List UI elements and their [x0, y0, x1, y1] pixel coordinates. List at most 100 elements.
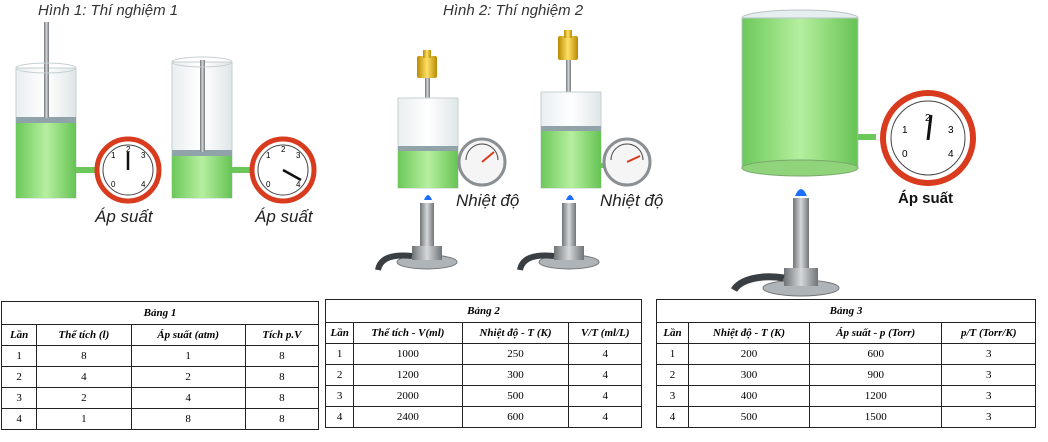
table-title: Bảng 2	[325, 299, 642, 323]
table-cell: 2	[656, 364, 689, 386]
svg-text:3: 3	[948, 125, 954, 136]
column-header: p/T (Torr/K)	[941, 322, 1036, 344]
table-cell: 1	[130, 345, 246, 367]
thermometer-2b	[602, 137, 652, 187]
table-cell: 4	[656, 406, 689, 428]
table-cell: 1	[324, 343, 355, 365]
column-header: Áp suất (atm)	[130, 324, 246, 346]
table-cell: 500	[688, 406, 810, 428]
table-cell: 300	[688, 364, 810, 386]
table-cell: 2	[0, 366, 38, 388]
experiment-illustration: 0 1 2 3 4 0 1 2 3 4	[15, 9, 976, 297]
svg-text:1: 1	[266, 151, 271, 160]
table-cell: 4	[568, 406, 642, 428]
table-cell: 3	[941, 406, 1036, 428]
table-cell: 4	[130, 387, 246, 409]
column-header: Tích p.V	[244, 324, 320, 346]
svg-text:2: 2	[126, 145, 131, 154]
table-cell: 500	[461, 385, 570, 407]
svg-text:1: 1	[902, 125, 908, 136]
table-cell: 4	[568, 385, 642, 407]
table-title: Bảng 1	[1, 301, 319, 325]
column-header: Lần	[324, 322, 355, 344]
table-cell: 600	[808, 343, 943, 365]
table-cell: 8	[36, 345, 132, 367]
column-header: Lần	[0, 324, 38, 346]
svg-text:0: 0	[111, 180, 116, 189]
column-header: Thể tích (l)	[36, 324, 132, 346]
table-cell: 3	[941, 385, 1036, 407]
column-header: V/T (ml/L)	[568, 322, 642, 344]
svg-text:1: 1	[111, 151, 116, 160]
table-cell: 3	[941, 343, 1036, 365]
table-cell: 1	[0, 345, 38, 367]
table-cell: 2400	[353, 406, 463, 428]
table-2: Bảng 2 Lần Thể tích - V(ml) Nhiệt độ - T…	[324, 299, 642, 428]
table-cell: 900	[808, 364, 943, 386]
pressure-label-1: Áp suất	[95, 207, 153, 226]
temperature-label-1: Nhiệt độ	[456, 191, 520, 210]
table-cell: 2	[324, 364, 355, 386]
table-cell: 400	[688, 385, 810, 407]
table-cell: 200	[688, 343, 810, 365]
table-cell: 8	[244, 408, 320, 430]
table-cell: 3	[0, 387, 38, 409]
svg-text:4: 4	[296, 180, 301, 189]
svg-text:4: 4	[948, 149, 954, 160]
table-cell: 4	[0, 408, 38, 430]
table-cell: 1200	[808, 385, 943, 407]
table-cell: 2	[36, 387, 132, 409]
table-cell: 300	[461, 364, 570, 386]
apparatus-2a	[375, 50, 464, 271]
apparatus-3	[731, 9, 876, 297]
svg-text:2: 2	[925, 113, 931, 124]
pressure-label-3: Áp suất	[898, 190, 954, 207]
table-cell: 3	[941, 364, 1036, 386]
table-cell: 4	[568, 343, 642, 365]
column-header: Nhiệt độ - T (K)	[688, 322, 810, 344]
table-cell: 8	[244, 366, 320, 388]
svg-text:3: 3	[296, 151, 301, 160]
table-cell: 4	[36, 366, 132, 388]
table-cell: 2000	[353, 385, 463, 407]
figure-2-title: Hình 2: Thí nghiệm 2	[443, 2, 584, 19]
figure-1-title: Hình 1: Thí nghiệm 1	[38, 2, 179, 19]
svg-text:3: 3	[141, 151, 146, 160]
cylinder-1b	[171, 56, 254, 199]
table-cell: 1500	[808, 406, 943, 428]
table-cell: 8	[244, 345, 320, 367]
column-header: Nhiệt độ - T (K)	[461, 322, 570, 344]
pressure-gauge-1b: 0 1 2 3 4	[249, 136, 317, 204]
table-cell: 1200	[353, 364, 463, 386]
svg-text:0: 0	[902, 149, 908, 160]
svg-text:2: 2	[281, 145, 286, 154]
table-cell: 1	[656, 343, 689, 365]
table-title: Bảng 3	[656, 299, 1036, 323]
table-cell: 3	[656, 385, 689, 407]
pressure-label-2: Áp suất	[255, 207, 313, 226]
table-cell: 2	[130, 366, 246, 388]
table-cell: 8	[130, 408, 246, 430]
table-cell: 600	[461, 406, 570, 428]
table-cell: 4	[568, 364, 642, 386]
table-3: Bảng 3 Lần Nhiệt độ - T (K) Áp suất - p …	[656, 299, 1036, 428]
table-cell: 1000	[353, 343, 463, 365]
column-header: Áp suất - p (Torr)	[808, 322, 943, 344]
pressure-gauge-3: 0 1 2 3 4	[880, 90, 976, 186]
apparatus-2b	[517, 30, 607, 271]
table-cell: 8	[244, 387, 320, 409]
table-1: Bảng 1 Lần Thể tích (l) Áp suất (atm) Tí…	[0, 301, 320, 430]
svg-text:4: 4	[141, 180, 146, 189]
svg-text:0: 0	[266, 180, 271, 189]
